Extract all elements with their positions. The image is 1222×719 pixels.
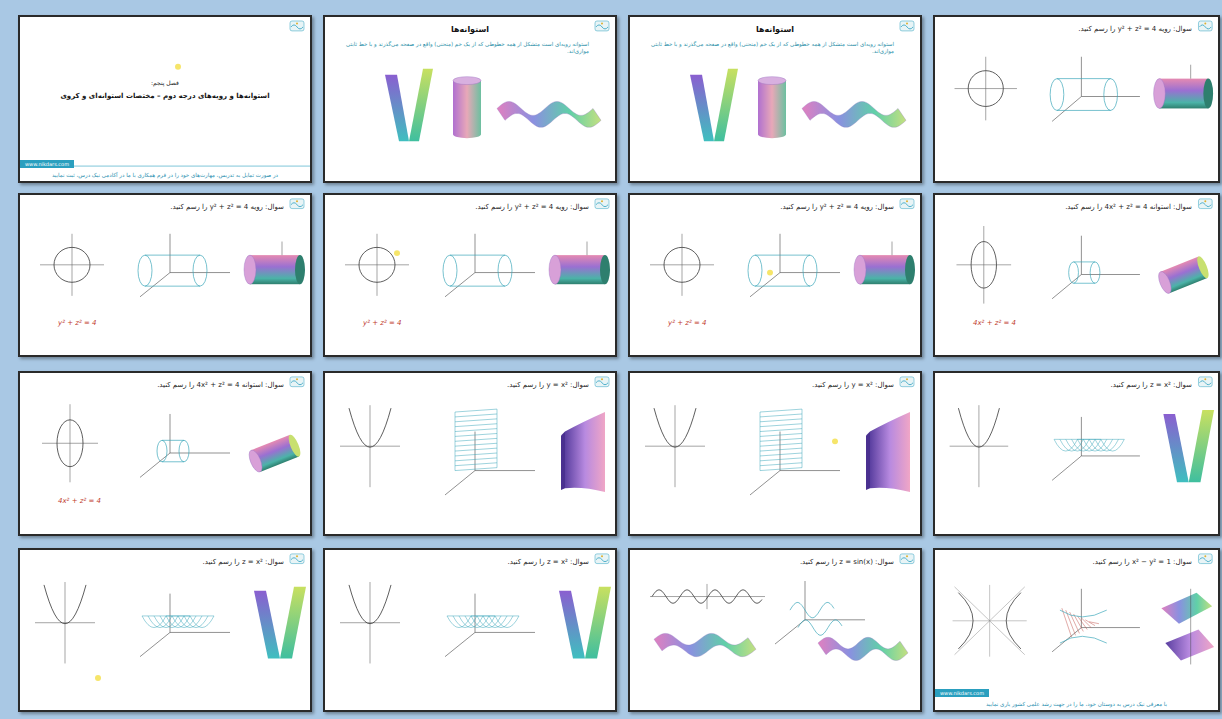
slide-illustration bbox=[935, 550, 1218, 710]
slide-illustration bbox=[935, 195, 1218, 355]
site-url: www.nikdars.com bbox=[20, 160, 74, 168]
slide-thumbnail: سوال: z = x² را رسم کنید. bbox=[933, 371, 1220, 536]
handwritten-note: y² + z² = 4 bbox=[363, 319, 402, 328]
question-text: سوال: رویه y² + z² = 4 را رسم کنید. bbox=[1078, 25, 1192, 34]
slide-thumbnail: سوال: z = x² را رسم کنید. bbox=[18, 548, 312, 712]
slide-thumbnail: سوال: z = sin(x) را رسم کنید. bbox=[628, 548, 922, 712]
slide-illustration bbox=[630, 550, 920, 710]
question-text: سوال: z = x² را رسم کنید. bbox=[508, 558, 589, 567]
slide-thumbnail: سوال: x² − y² = 1 را رسم کنید. www.nikdar… bbox=[933, 548, 1220, 712]
slide-illustration bbox=[325, 373, 615, 534]
slide-thumbnail: سوال: رویه y² + z² = 4 را رسم کنید. y² + … bbox=[628, 193, 922, 357]
handwritten-note: 4x² + z² = 4 bbox=[973, 319, 1016, 328]
slide-thumbnail: استوانه‌ها استوانه رویه‌ای است متشکل از ه… bbox=[323, 15, 617, 183]
slide-illustration bbox=[935, 17, 1218, 181]
slide-illustration bbox=[630, 195, 920, 355]
chapter-label: فصل پنجم: bbox=[30, 79, 300, 87]
question-text: سوال: x² − y² = 1 را رسم کنید. bbox=[1093, 558, 1192, 567]
question-text: سوال: y = x² را رسم کنید. bbox=[507, 381, 589, 390]
question-text: سوال: y = x² را رسم کنید. bbox=[812, 381, 894, 390]
slide-title: استوانه‌ها bbox=[335, 25, 605, 35]
slide-thumbnail: سوال: استوانه 4x² + z² = 4 را رسم کنید. 4… bbox=[18, 371, 312, 536]
slide-thumbnail: سوال: رویه y² + z² = 4 را رسم کنید. y² + … bbox=[323, 193, 617, 357]
slide-thumbnail: سوال: y = x² را رسم کنید. bbox=[323, 371, 617, 536]
slide-illustration bbox=[325, 195, 615, 355]
question-text: سوال: استوانه 4x² + z² = 4 را رسم کنید. bbox=[157, 381, 284, 390]
definition-text: استوانه رویه‌ای است متشکل از همه خطوطی ک… bbox=[640, 41, 894, 55]
definition-text: استوانه رویه‌ای است متشکل از همه خطوطی ک… bbox=[335, 41, 589, 55]
question-text: سوال: رویه y² + z² = 4 را رسم کنید. bbox=[170, 203, 284, 212]
slide-thumbnail: فصل پنجم: استوانه‌ها و رویه‌های درجه دوم … bbox=[18, 15, 312, 183]
slide-title: استوانه‌ها bbox=[640, 25, 910, 35]
slide-illustration bbox=[20, 373, 310, 534]
question-text: سوال: z = x² را رسم کنید. bbox=[203, 558, 284, 567]
site-url: www.nikdars.com bbox=[935, 689, 989, 697]
slide-thumbnail: سوال: y = x² را رسم کنید. bbox=[628, 371, 922, 536]
question-text: سوال: رویه y² + z² = 4 را رسم کنید. bbox=[780, 203, 894, 212]
footer-note: در صورت تمایل به تدریس، مهارت‌های خود را… bbox=[26, 172, 304, 179]
question-text: سوال: z = sin(x) را رسم کنید. bbox=[800, 558, 894, 567]
slide-thumbnail: سوال: رویه y² + z² = 4 را رسم کنید. bbox=[933, 15, 1220, 183]
slide-illustration bbox=[20, 550, 310, 710]
footer-note: با معرفی نیک درس به دوستان خود، ما را در… bbox=[941, 701, 1212, 708]
slide-thumbnail: سوال: استوانه 4x² + z² = 4 را رسم کنید. 4… bbox=[933, 193, 1220, 357]
slide-illustration bbox=[325, 550, 615, 710]
handwritten-note: y² + z² = 4 bbox=[58, 319, 97, 328]
question-text: سوال: z = x² را رسم کنید. bbox=[1111, 381, 1192, 390]
handwritten-note: y² + z² = 4 bbox=[668, 319, 707, 328]
chapter-title: استوانه‌ها و رویه‌های درجه دوم – مختصات … bbox=[30, 92, 300, 101]
slide-thumbnail: استوانه‌ها استوانه رویه‌ای است متشکل از ه… bbox=[628, 15, 922, 183]
question-text: سوال: استوانه 4x² + z² = 4 را رسم کنید. bbox=[1065, 203, 1192, 212]
slide-thumbnail: سوال: z = x² را رسم کنید. bbox=[323, 548, 617, 712]
slide-illustration bbox=[20, 195, 310, 355]
slide-illustration bbox=[630, 373, 920, 534]
slide-illustration bbox=[935, 373, 1218, 534]
handwritten-note: 4x² + z² = 4 bbox=[58, 497, 101, 506]
slide-thumbnail: سوال: رویه y² + z² = 4 را رسم کنید. y² + … bbox=[18, 193, 312, 357]
question-text: سوال: رویه y² + z² = 4 را رسم کنید. bbox=[475, 203, 589, 212]
